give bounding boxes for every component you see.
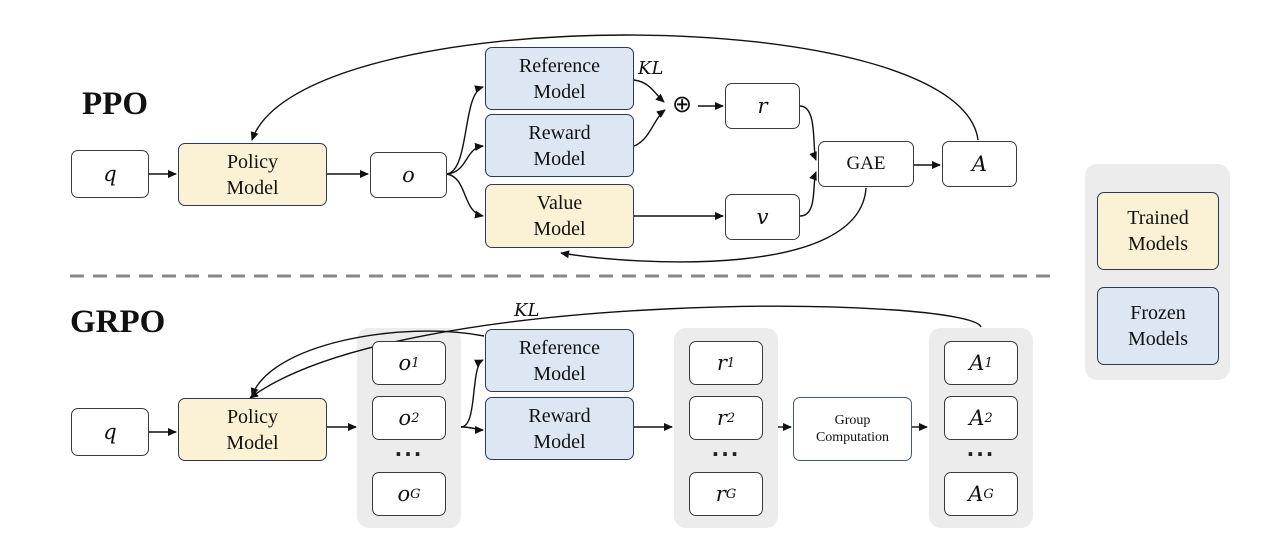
grpo-arrow-outputs-reference — [460, 359, 484, 428]
ppo-reference-model: Reference Model — [485, 47, 634, 110]
grpo-reward-ellipsis: ··· — [711, 442, 741, 466]
ppo-value-output-box: v — [725, 194, 800, 240]
ppo-arrow-r-gae — [799, 105, 817, 161]
ppo-advantage-box: A — [942, 141, 1017, 187]
ppo-gae-box: GAE — [818, 141, 914, 187]
ppo-arrow-reward-plus — [633, 109, 666, 147]
ppo-sum-operator: ⊕ — [672, 90, 693, 118]
legend-trained-models: Trained Models — [1097, 192, 1219, 270]
ppo-title: PPO — [82, 86, 148, 122]
grpo-reference-model: Reference Model — [485, 329, 634, 392]
ppo-output-box: o — [370, 152, 447, 198]
grpo-group-computation-box: Group Computation — [793, 397, 912, 461]
grpo-arrow-reference-policy — [250, 330, 485, 397]
ppo-arrow-gae-value — [560, 187, 867, 263]
ppo-value-model: Value Model — [485, 184, 634, 248]
ppo-policy-model: Policy Model — [178, 143, 327, 206]
grpo-query-box: q — [71, 408, 149, 456]
grpo-advantage-ellipsis: ··· — [966, 442, 996, 466]
ppo-arrow-o-value — [446, 173, 484, 219]
ppo-arrow-reference-plus — [633, 79, 665, 103]
grpo-output-ellipsis: ··· — [394, 442, 424, 466]
grpo-title: GRPO — [70, 304, 166, 340]
grpo-policy-model: Policy Model — [178, 398, 327, 461]
grpo-arrow-outputs-reward — [460, 425, 484, 434]
ppo-arrow-a-policy — [250, 34, 979, 141]
ppo-reward-output-box: r — [725, 83, 800, 129]
grpo-kl-label: KL — [514, 300, 540, 321]
grpo-reward-model: Reward Model — [485, 397, 634, 460]
ppo-arrow-o-reward — [446, 142, 484, 175]
ppo-reward-model: Reward Model — [485, 114, 634, 177]
ppo-kl-label: KL — [638, 58, 664, 79]
ppo-arrow-o-reference — [446, 85, 484, 175]
grpo-arrow-advantages-policy — [249, 305, 982, 399]
legend-frozen-models: Frozen Models — [1097, 287, 1219, 365]
ppo-query-box: q — [71, 150, 149, 198]
ppo-arrow-v-gae — [799, 171, 817, 217]
